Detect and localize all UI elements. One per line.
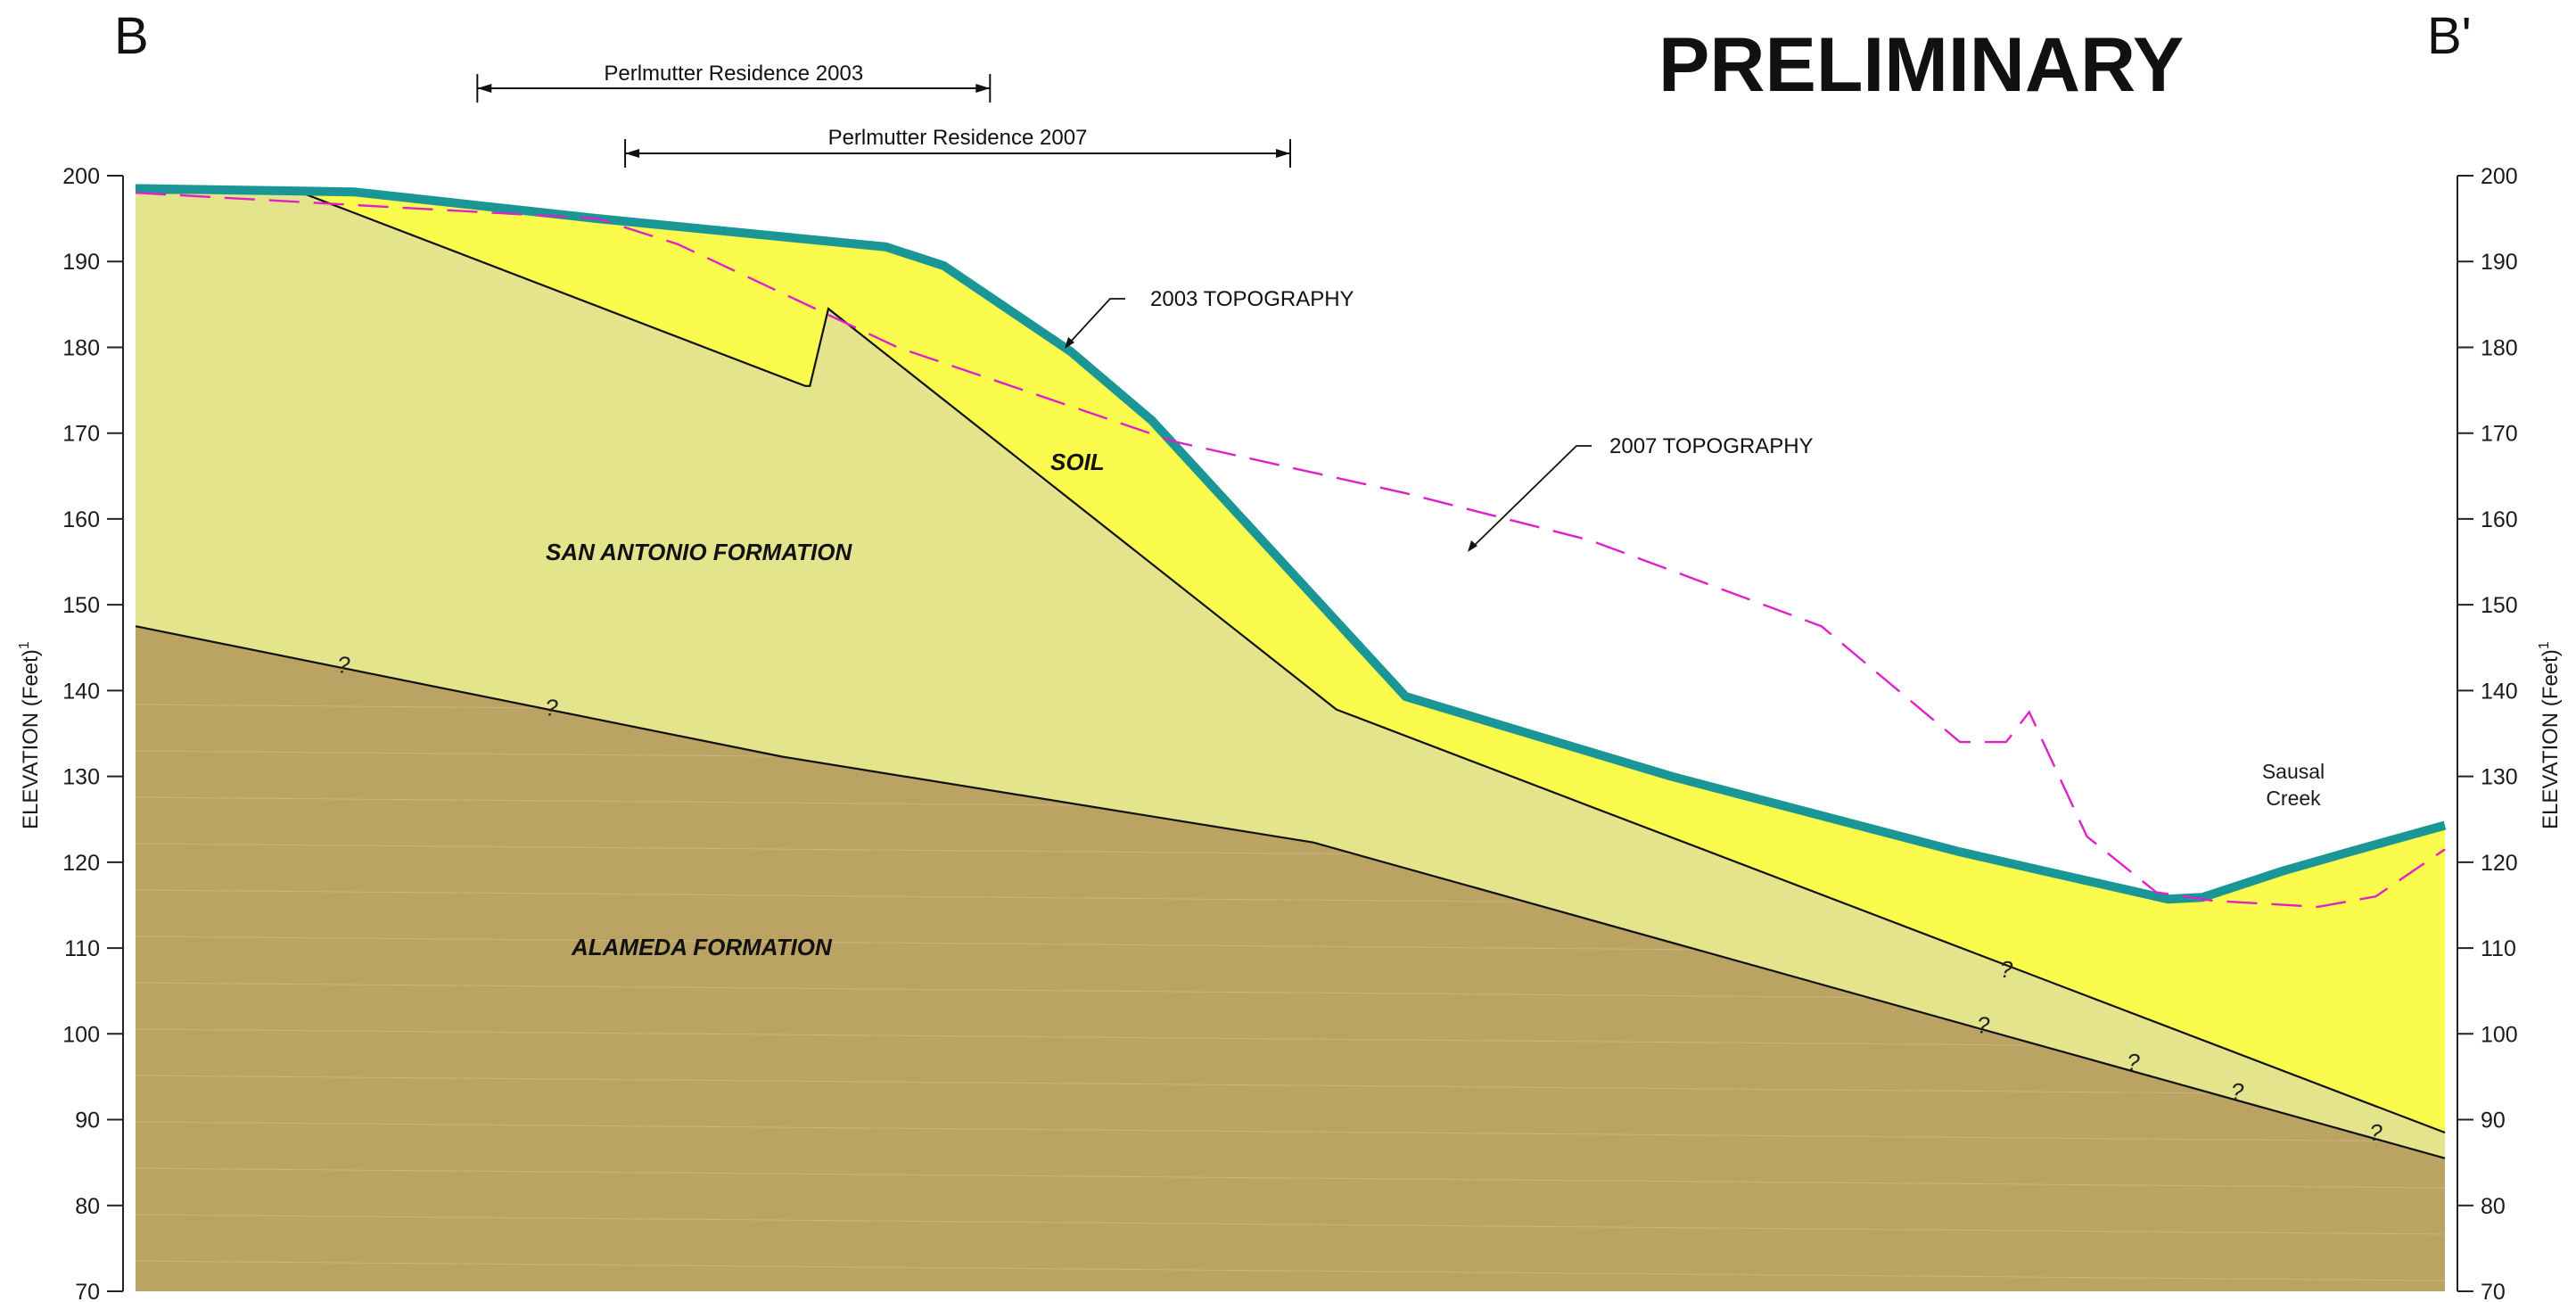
axis-tick-label: 110 bbox=[2481, 936, 2516, 961]
topography-2007-line bbox=[135, 192, 2446, 909]
axis-tick-label: 190 bbox=[2481, 250, 2518, 275]
axis-tick-label: 150 bbox=[62, 593, 100, 618]
axis-tick-label: 110 bbox=[64, 936, 100, 961]
san-antonio-formation-label: SAN ANTONIO FORMATION bbox=[546, 539, 853, 565]
axis-tick-label: 70 bbox=[75, 1280, 100, 1302]
sausal-creek-label-line1: Sausal bbox=[2262, 760, 2325, 783]
axis-tick-label: 200 bbox=[2481, 164, 2518, 189]
axis-tick-label: 170 bbox=[62, 422, 100, 447]
uncertain-contact-mark: ? bbox=[2231, 1078, 2244, 1105]
soil-layer bbox=[136, 188, 2445, 1133]
axis-tick-label: 120 bbox=[2481, 851, 2518, 876]
bedding-line bbox=[136, 1075, 2445, 1096]
uncertain-contact-mark: ? bbox=[2127, 1049, 2140, 1075]
axis-tick-label: 190 bbox=[62, 250, 100, 275]
uncertain-contact-mark: ? bbox=[2369, 1119, 2383, 1146]
axis-tick-label: 100 bbox=[2481, 1022, 2518, 1047]
geology-layers bbox=[136, 188, 2445, 1292]
soil-label: SOIL bbox=[1050, 449, 1105, 475]
residence-2007-span: Perlmutter Residence 2007 bbox=[624, 126, 1291, 168]
axis-tick-label: 160 bbox=[2481, 507, 2518, 532]
axis-tick-label: 90 bbox=[2481, 1108, 2506, 1133]
axis-tick-label: 160 bbox=[62, 507, 100, 532]
uncertain-contact-mark: ? bbox=[1977, 1012, 1990, 1039]
alameda-formation-layer bbox=[136, 626, 2445, 1291]
preliminary-title: PRELIMINARY bbox=[1658, 22, 2184, 108]
uncertain-contact-mark: ? bbox=[337, 652, 350, 679]
residence-2003-span: Perlmutter Residence 2003 bbox=[476, 62, 992, 103]
axis-tick-label: 80 bbox=[75, 1194, 100, 1219]
axis-tick-label: 140 bbox=[62, 679, 100, 704]
sausal-creek-label-line2: Creek bbox=[2266, 787, 2321, 810]
axis-tick-label: 120 bbox=[62, 851, 100, 876]
topography-2007-label: 2007 TOPOGRAPHY bbox=[1609, 434, 1814, 458]
left-elevation-axis: 200 190 180 170 160 150 140 130 120 110 100 90 80 70 bbox=[62, 164, 124, 1302]
topography-2003-line bbox=[135, 184, 2447, 904]
bedding-line bbox=[136, 1121, 2445, 1142]
residence-2007-label: Perlmutter Residence 2007 bbox=[828, 126, 1088, 150]
axis-tick-label: 130 bbox=[2481, 765, 2518, 790]
axis-tick-label: 130 bbox=[62, 765, 100, 790]
axis-tick-label: 140 bbox=[2481, 679, 2518, 704]
uncertain-contact-mark: ? bbox=[2000, 956, 2013, 983]
right-elevation-axis: 200 190 180 170 160 150 140 130 120 110 100 90 80 70 bbox=[2457, 164, 2518, 1302]
axis-tick-label: 200 bbox=[62, 164, 100, 189]
residence-2003-label: Perlmutter Residence 2003 bbox=[604, 62, 863, 86]
uncertain-contact-marks: ??????? bbox=[337, 652, 2383, 1147]
axis-tick-label: 80 bbox=[2481, 1194, 2506, 1219]
uncertain-contact-mark: ? bbox=[545, 695, 558, 721]
axis-tick-label: 100 bbox=[62, 1022, 100, 1047]
alameda-formation-label: ALAMEDA FORMATION bbox=[571, 934, 833, 960]
section-start-label: B bbox=[114, 7, 149, 65]
axis-tick-label: 180 bbox=[62, 336, 100, 361]
left-axis-title: ELEVATION (Feet)1 bbox=[17, 641, 43, 829]
alameda-contact-line bbox=[135, 625, 2446, 1159]
bedding-line bbox=[136, 1214, 2445, 1235]
axis-tick-label: 170 bbox=[2481, 422, 2518, 447]
topography-2003-label: 2003 TOPOGRAPHY bbox=[1150, 287, 1354, 311]
axis-tick-label: 150 bbox=[2481, 593, 2518, 618]
topography-2007-callout: 2007 TOPOGRAPHY bbox=[1468, 434, 1814, 552]
axis-tick-label: 90 bbox=[75, 1108, 100, 1133]
bedding-line bbox=[136, 1167, 2445, 1189]
axis-tick-label: 70 bbox=[2481, 1280, 2506, 1302]
axis-tick-label: 180 bbox=[2481, 336, 2518, 361]
section-end-label: B' bbox=[2427, 7, 2472, 65]
bedding-line bbox=[136, 1260, 2445, 1281]
right-axis-title: ELEVATION (Feet)1 bbox=[2537, 641, 2563, 829]
topography-2003-callout: 2003 TOPOGRAPHY bbox=[1065, 287, 1354, 349]
